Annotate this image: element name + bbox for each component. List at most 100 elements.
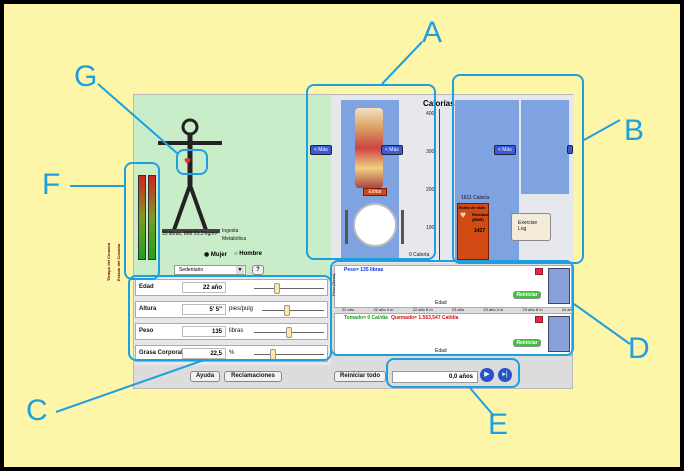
food-more-left-button[interactable]: < Más — [310, 145, 332, 155]
height-slider-thumb[interactable] — [284, 305, 290, 316]
body-figure — [158, 118, 222, 233]
heart-state-meter — [148, 175, 156, 260]
exercise-more-button[interactable]: < Más — [494, 145, 516, 155]
simulation-window: ♥ 35 libras, BMI 23.3 kg/m² Ingesta Meta… — [106, 94, 574, 389]
age-field[interactable]: 22 año — [182, 282, 226, 293]
bmr-value: 1427 — [474, 228, 486, 234]
exercise-log-label: Exercise Log — [518, 220, 538, 232]
age-label: Edad — [139, 284, 154, 290]
calorie-graph: Tomado= 0 Cal/día Quemado= 1.563,547 Cal… — [334, 313, 572, 356]
weight-reset-button[interactable]: Reiniciar — [513, 291, 541, 299]
weight-label: Peso — [139, 328, 154, 334]
tick-300: 300 — [426, 149, 435, 155]
callout-b-box — [452, 74, 584, 264]
editar-button[interactable]: Editar — [363, 188, 387, 196]
chevron-down-icon: ▼ — [236, 266, 244, 274]
claims-button[interactable]: Reclamaciones — [224, 371, 282, 382]
step-icon[interactable]: ▸| — [498, 368, 512, 382]
knife-icon — [401, 210, 404, 244]
age-slider-track[interactable] — [254, 288, 324, 289]
heart-time-meter — [138, 175, 146, 260]
height-field[interactable]: 5' 5" — [182, 304, 226, 315]
callout-d-box — [330, 260, 574, 356]
weight-graph-label: Peso= 135 libras — [344, 267, 384, 273]
weight-x-ticks: 22 año 22 año 4 m 22 año 8 m 23 año 23 a… — [342, 307, 574, 312]
tick-100: 100 — [426, 225, 435, 231]
weight-slider-thumb[interactable] — [286, 327, 292, 338]
food-stack-icon — [355, 108, 383, 188]
heart-icon: ♥ — [460, 210, 466, 221]
gender-female-label: Mujer — [210, 252, 227, 258]
xtick: 23 año 4 m — [483, 307, 504, 312]
years-unit: años — [458, 374, 473, 380]
callout-f-box — [124, 162, 160, 280]
weight-field[interactable]: 135 — [182, 326, 226, 337]
reset-all-button[interactable]: Reiniciar todo — [334, 371, 386, 382]
letter-g: G — [74, 60, 98, 93]
cal-edad: Edad — [435, 348, 447, 354]
weight-edad: Edad — [435, 300, 447, 306]
bodyfat-slider-track[interactable] — [254, 354, 324, 355]
bodyfat-unit: % — [229, 350, 235, 356]
cal-burned-label: Quemado= 1.563,547 Cal/día — [391, 315, 459, 321]
form-row-age: Edad 22 año — [135, 279, 328, 296]
weight-close-icon[interactable] — [535, 268, 543, 275]
xtick: 22 año 8 m — [412, 307, 433, 312]
letter-d: D — [628, 332, 650, 365]
lifestyle-label: Estilo de vida — [459, 205, 485, 210]
help-question-button[interactable]: ? — [252, 265, 264, 275]
weight-unit: libras — [229, 328, 244, 334]
xtick: 23 año 8 m — [522, 307, 543, 312]
exercise-column — [521, 100, 569, 194]
years-field[interactable]: 0,0 años — [392, 371, 478, 383]
activity-select[interactable]: Sedentario ▼ — [174, 265, 246, 275]
height-slider-track[interactable] — [262, 310, 324, 311]
cal-reset-button[interactable]: Reiniciar — [513, 339, 541, 347]
years-value: 0,0 — [448, 374, 458, 380]
callout-g-box — [176, 149, 208, 175]
gender-female-radio[interactable]: ◉ Mujer — [204, 251, 227, 258]
letter-f: F — [42, 168, 61, 201]
help-button[interactable]: Ayuda — [190, 371, 220, 382]
food-more-right-button[interactable]: < Más — [381, 145, 403, 155]
letter-b: B — [624, 114, 645, 147]
age-slider-thumb[interactable] — [274, 283, 280, 294]
weight-graph: Peso= 135 libras Peso (libras) Edad Rein… — [331, 265, 572, 308]
letter-a: A — [422, 16, 443, 49]
xtick: 22 año — [342, 307, 355, 312]
leader-lines — [55, 41, 631, 417]
calories-title: Calorías/día — [423, 99, 469, 108]
inputs-panel: Edad 22 año Altura 5' 5" pies/pulg Peso … — [134, 277, 331, 365]
callout-a-box — [306, 84, 436, 260]
radio-empty-icon: ○ — [234, 251, 238, 257]
fork-icon — [345, 210, 348, 244]
calorie-axis: 400 300 200 100 — [426, 109, 457, 261]
exercise-log-book-icon[interactable]: Exercise Log — [511, 213, 551, 241]
radio-filled-icon: ◉ — [204, 252, 210, 258]
activity-value: Sedentario — [179, 267, 204, 273]
callout-e-box — [386, 358, 520, 388]
zero-calories-label: 0 Caloría — [409, 252, 430, 258]
gender-male-radio[interactable]: ○ Hombre — [234, 251, 262, 257]
legend-intake: Ingesta — [222, 228, 239, 234]
tick-400: 400 — [426, 111, 435, 117]
bmr-label: Residual (BMR) — [472, 212, 489, 222]
weight-zoom-controls[interactable] — [548, 268, 570, 304]
annotation-canvas: ♥ 35 libras, BMI 23.3 kg/m² Ingesta Meta… — [4, 4, 680, 467]
letter-c: C — [26, 394, 48, 427]
height-unit: pies/pulg — [229, 306, 254, 312]
tick-200: 200 — [426, 187, 435, 193]
cal-close-icon[interactable] — [535, 316, 543, 323]
exercise-more-right-button[interactable] — [567, 145, 573, 154]
legend-metabolic: Metabólica — [222, 236, 247, 242]
bodyfat-field[interactable]: 22,5 — [182, 348, 226, 359]
burned-value: 1611 Caloría — [461, 195, 490, 201]
height-label: Altura — [139, 306, 157, 312]
gender-male-label: Hombre — [239, 251, 262, 257]
cal-zoom-controls[interactable] — [548, 316, 570, 352]
xtick: 23 año — [451, 307, 465, 312]
cal-taken-label: Tomado= 0 Cal/día — [344, 315, 388, 321]
play-icon[interactable]: ▶ — [480, 368, 494, 382]
heart-icon[interactable]: ♥ — [184, 154, 192, 168]
form-row-height: Altura 5' 5" pies/pulg — [135, 301, 328, 318]
